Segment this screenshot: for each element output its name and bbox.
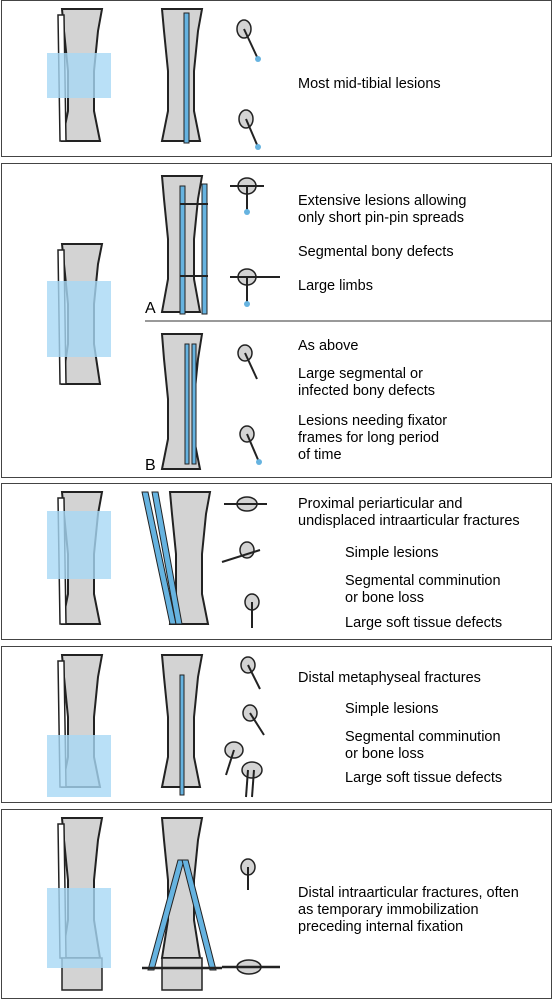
pin-cross-section-mid — [221, 541, 261, 563]
panel-distal-metaphyseal: Distal metaphyseal fractures Simple lesi… — [1, 646, 552, 803]
foot-bones — [161, 957, 203, 991]
frame-b-illustration — [160, 333, 204, 470]
indication-item: Simple lesions — [345, 545, 439, 561]
fixator-rod — [179, 185, 186, 315]
pin-cross-section-lower — [244, 593, 260, 628]
pin-cross-section-a-lower — [230, 268, 280, 307]
lesion-zone — [47, 53, 111, 98]
panel-mid-tibial: Most mid-tibial lesions — [1, 0, 552, 157]
indication-text: Large segmental or infected bony defects — [298, 366, 436, 399]
pin-cross-section-a-upper — [230, 177, 264, 215]
indication-item: Large soft tissue defects — [345, 615, 503, 631]
indication-text: Distal intraarticular fractures, often a… — [298, 885, 519, 935]
lesion-zone — [47, 888, 111, 968]
indication-item: Segmental comminution or bone loss — [345, 573, 501, 606]
frame-a-illustration — [160, 175, 208, 315]
lesion-zone — [47, 735, 111, 797]
indication-heading: Distal metaphyseal fractures — [298, 670, 481, 686]
indication-heading: Proximal periarticular and undisplaced i… — [298, 496, 520, 529]
pin-cross-section-lower — [224, 741, 263, 798]
pin-cross-section-mid — [242, 704, 265, 736]
panel-extensive-illustration — [47, 175, 280, 470]
pin-cross-section-upper — [224, 496, 267, 512]
indication-text: Extensive lesions allowing only short pi… — [298, 193, 467, 226]
panel-distal-intraarticular-illustration — [47, 817, 280, 991]
pin-cross-section-upper — [240, 858, 256, 890]
indication-text: Large limbs — [298, 278, 373, 294]
lesion-zone — [47, 281, 111, 357]
indication-text: As above — [298, 338, 359, 354]
pin-cross-section-lower — [238, 109, 261, 150]
tibia-with-fixator — [160, 654, 204, 796]
frame-b-label: B — [145, 457, 156, 474]
panel-distal-intraarticular: Distal intraarticular fractures, often a… — [1, 809, 552, 999]
tibia-with-fixator — [160, 8, 204, 144]
indication-item: Simple lesions — [345, 701, 439, 717]
panel-mid-tibial-illustration — [47, 8, 261, 150]
tibia-with-fixator — [141, 491, 212, 625]
indication-item: Large soft tissue defects — [345, 770, 503, 786]
lesion-zone — [47, 511, 111, 579]
fixator-rod — [201, 183, 208, 315]
pin-cross-section-upper — [236, 19, 261, 62]
frame-divider — [145, 320, 551, 322]
indication-item: Segmental comminution or bone loss — [345, 729, 501, 762]
frame-a-label: A — [145, 300, 156, 317]
indication-text: Segmental bony defects — [298, 244, 454, 260]
panel-distal-metaphyseal-illustration — [47, 654, 265, 798]
pin-cross-section-lower — [222, 959, 280, 975]
pin-cross-section-b-lower — [239, 425, 262, 465]
fixator-rod — [183, 12, 190, 144]
fixator-rod — [184, 343, 190, 465]
panel-extensive-lesions: A B Extensive lesions allowing only shor… — [1, 163, 552, 478]
fixator-rod — [191, 343, 197, 465]
fixator-rod — [179, 674, 185, 796]
panel-proximal-illustration — [47, 491, 267, 628]
pin-cross-section-b-upper — [237, 344, 258, 380]
tibia-with-fixator — [142, 817, 222, 991]
pin-cross-section-upper — [240, 656, 261, 690]
panel-proximal: Proximal periarticular and undisplaced i… — [1, 483, 552, 640]
indication-text: Most mid-tibial lesions — [298, 76, 441, 92]
indication-text: Lesions needing fixator frames for long … — [298, 413, 448, 463]
